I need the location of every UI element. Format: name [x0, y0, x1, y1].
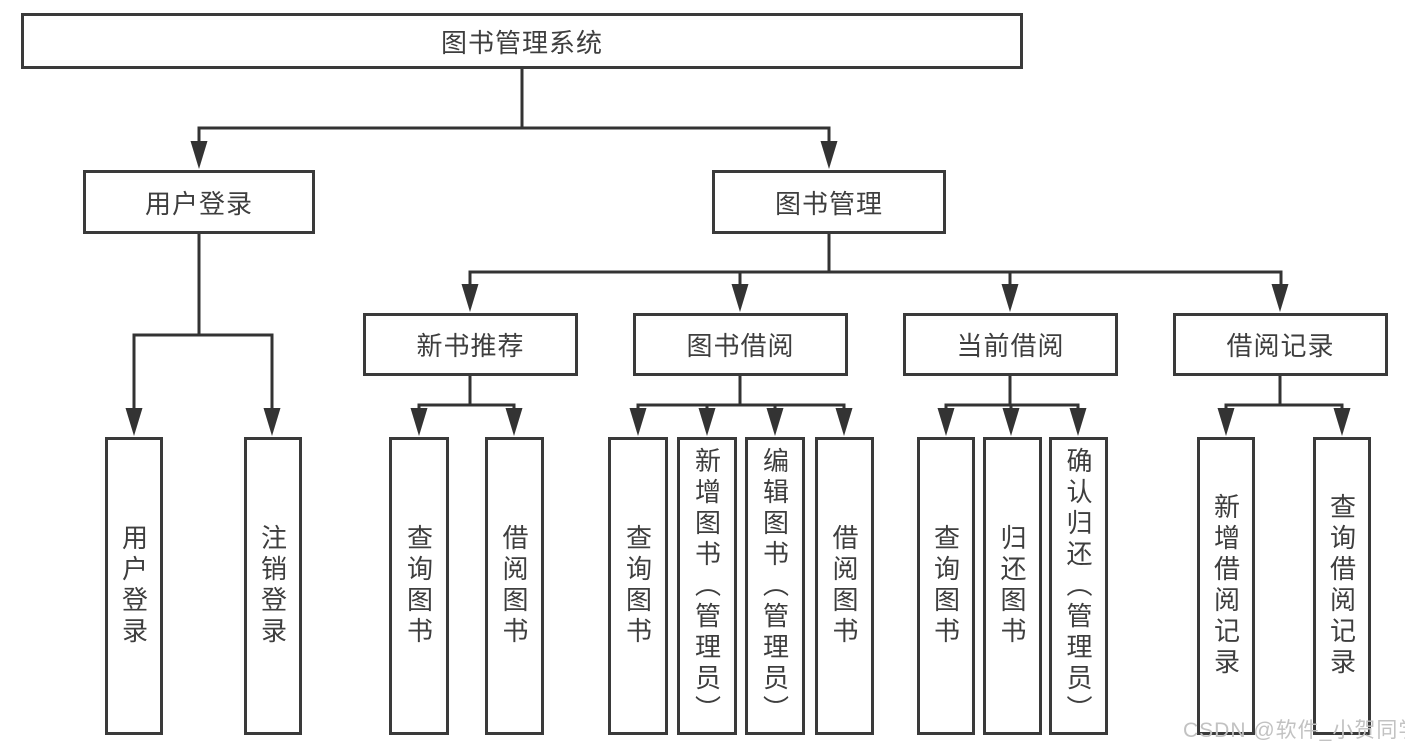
- leaf-confirm-return-admin: 确认归还（管理员）: [1049, 437, 1108, 735]
- leaf-add-borrow-record: 新增借阅记录: [1197, 437, 1255, 735]
- leaf-user-login: 用户登录: [105, 437, 163, 735]
- csdn-watermark: CSDN @软件_小贺同学: [1183, 719, 1405, 742]
- node-user-login: 用户登录: [83, 170, 315, 234]
- leaf-borrow-book: 借阅图书: [815, 437, 874, 735]
- leaf-query-borrow-record: 查询借阅记录: [1313, 437, 1371, 735]
- node-new-book-recommend: 新书推荐: [363, 313, 578, 376]
- leaf-logout: 注销登录: [244, 437, 302, 735]
- arrowheads: [125, 141, 1351, 436]
- leaf-add-book-admin: 新增图书（管理员）: [677, 437, 737, 735]
- node-book-borrow: 图书借阅: [633, 313, 848, 376]
- node-borrow-records: 借阅记录: [1173, 313, 1388, 376]
- leaf-query-books-recommend: 查询图书: [389, 437, 449, 735]
- leaf-query-books-current: 查询图书: [917, 437, 975, 735]
- node-current-borrow: 当前借阅: [903, 313, 1118, 376]
- leaf-query-books-borrow: 查询图书: [608, 437, 668, 735]
- node-root-system: 图书管理系统: [21, 13, 1023, 69]
- leaf-borrow-books-recommend: 借阅图书: [485, 437, 544, 735]
- node-book-management: 图书管理: [712, 170, 946, 234]
- leaf-return-book: 归还图书: [983, 437, 1042, 735]
- leaf-edit-book-admin: 编辑图书（管理员）: [745, 437, 805, 735]
